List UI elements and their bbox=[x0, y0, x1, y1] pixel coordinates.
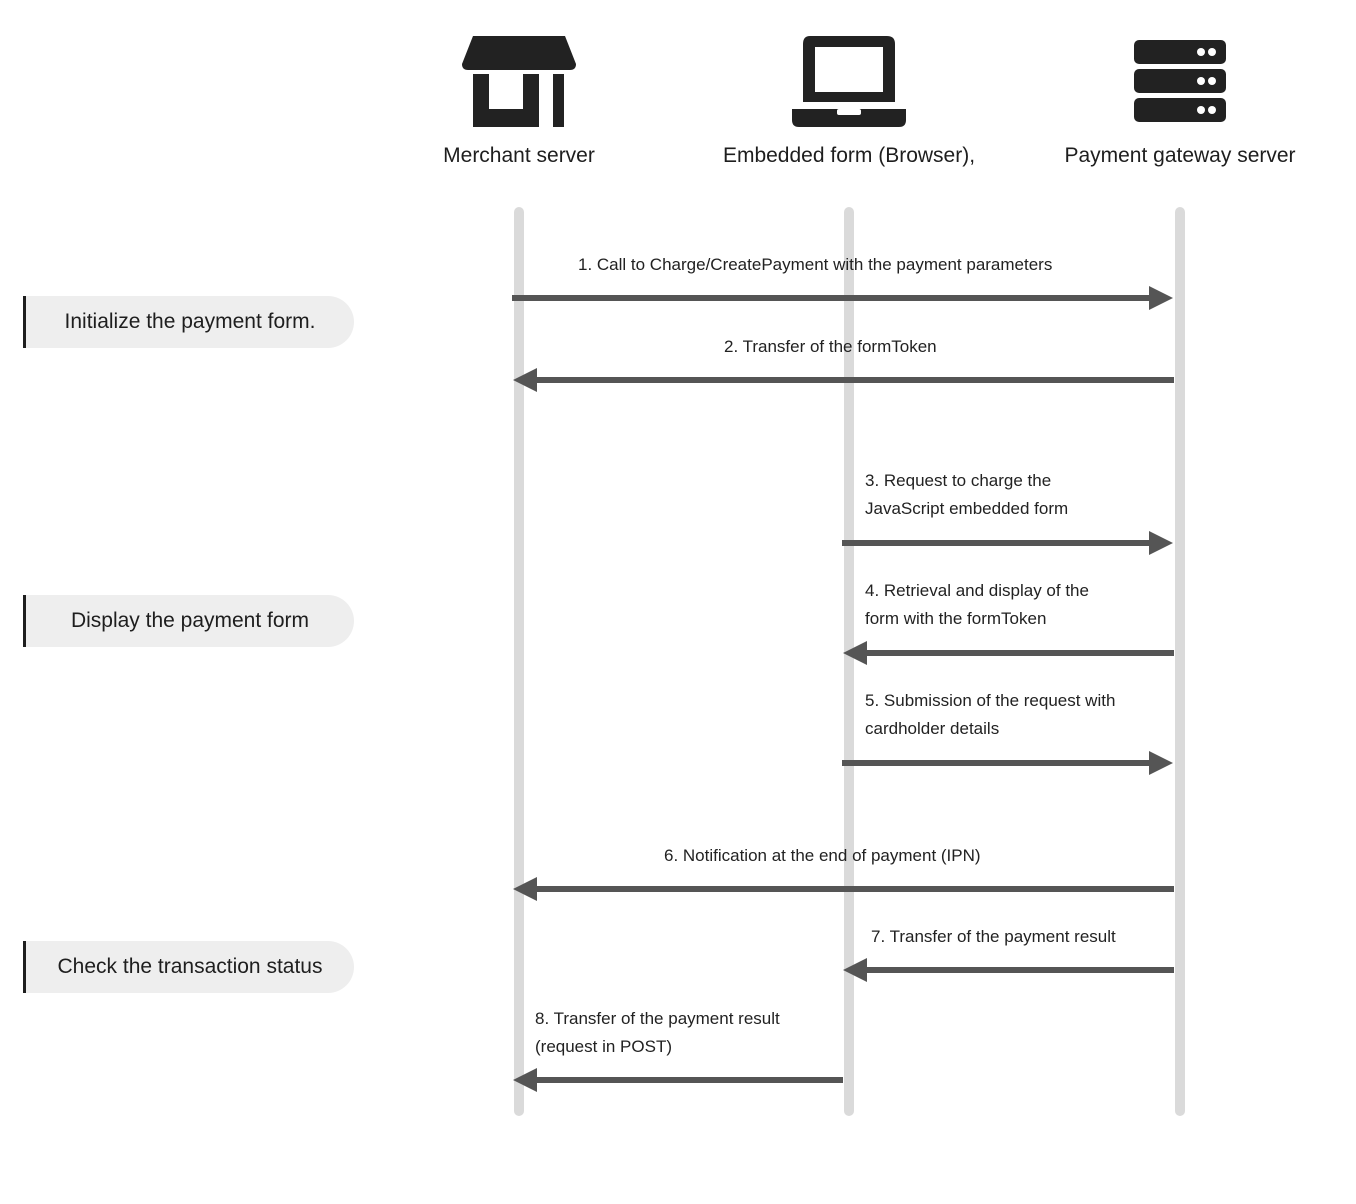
laptop-icon bbox=[792, 36, 906, 127]
message-arrow-5 bbox=[842, 751, 1173, 775]
message-label-1: 1. Call to Charge/CreatePayment with the… bbox=[578, 255, 1053, 274]
store-icon bbox=[462, 36, 576, 127]
phase-display: Display the payment form bbox=[23, 595, 354, 647]
actor-label-gateway: Payment gateway server bbox=[1064, 144, 1296, 167]
lifeline-merchant bbox=[514, 207, 524, 1116]
actor-label-merchant: Merchant server bbox=[443, 144, 595, 167]
message-label-8: 8. Transfer of the payment result(reques… bbox=[535, 1009, 780, 1056]
actor-label-browser: Embedded form (Browser), bbox=[722, 144, 976, 167]
phase-initialize: Initialize the payment form. bbox=[23, 296, 354, 348]
server-icon bbox=[1134, 40, 1226, 122]
message-arrow-1 bbox=[512, 286, 1173, 310]
lifeline-gateway bbox=[1175, 207, 1185, 1116]
message-label-2: 2. Transfer of the formToken bbox=[724, 337, 937, 356]
arrow-head bbox=[1149, 531, 1173, 555]
message-arrow-7 bbox=[843, 958, 1174, 982]
message-arrow-4 bbox=[843, 641, 1174, 665]
arrow-head bbox=[1149, 286, 1173, 310]
message-label-7: 7. Transfer of the payment result bbox=[871, 927, 1116, 946]
message-arrow-8 bbox=[513, 1068, 843, 1092]
phase-check-status: Check the transaction status bbox=[23, 941, 354, 993]
message-label-6: 6. Notification at the end of payment (I… bbox=[664, 846, 981, 865]
message-arrow-3 bbox=[842, 531, 1173, 555]
arrow-head bbox=[1149, 751, 1173, 775]
